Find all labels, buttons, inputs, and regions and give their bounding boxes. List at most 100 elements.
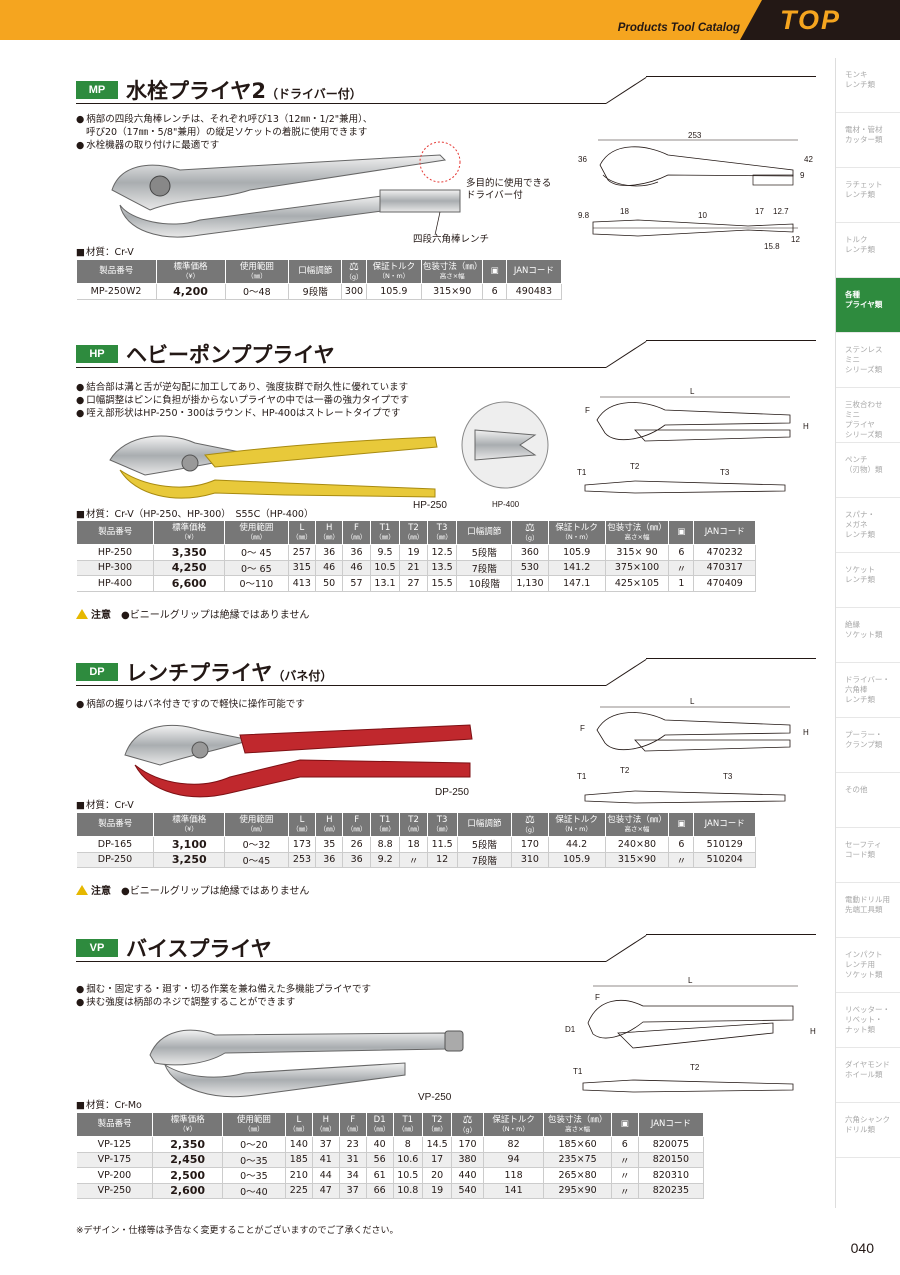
- mp-dimension-drawing: 253 36 42 9 9.8 18 10 17 12.7 15.8 12: [578, 131, 813, 251]
- sidebar-item[interactable]: ラチェット レンチ類: [836, 168, 900, 223]
- table-cell: 17: [422, 1152, 453, 1168]
- table-cell: 5段階: [457, 836, 513, 853]
- table-cell: DP-250: [76, 852, 155, 868]
- sidebar-item[interactable]: トルク レンチ類: [836, 223, 900, 278]
- brand-logo-text: TOP: [780, 5, 842, 35]
- sidebar-item[interactable]: リベッター・ リベット・ ナット類: [836, 993, 900, 1048]
- section-divider: [76, 685, 606, 686]
- sidebar-item[interactable]: ソケット レンチ類: [836, 553, 900, 608]
- section-code-badge: VP: [76, 939, 118, 957]
- table-cell: 253: [288, 852, 317, 868]
- sidebar-item[interactable]: 各種 プライヤ類: [836, 278, 900, 333]
- table-cell: 315× 90: [605, 544, 670, 561]
- dim-t2: T2: [630, 462, 640, 471]
- table-cell: HP-300: [76, 560, 155, 576]
- section-divider: [76, 103, 606, 104]
- section-divider-top: [646, 934, 816, 935]
- table-cell: 820310: [638, 1167, 705, 1184]
- table-cell: 173: [288, 836, 317, 853]
- col-header: ⚖（g）: [341, 259, 367, 284]
- table-cell: 46: [342, 560, 371, 576]
- table-cell: 0〜 45: [224, 544, 289, 561]
- sidebar-item[interactable]: ステンレス ミニ シリーズ類: [836, 333, 900, 388]
- table-cell: 47: [312, 1183, 340, 1199]
- sidebar-item[interactable]: 絶縁 ソケット類: [836, 608, 900, 663]
- feature-item: 呼び20（17㎜・5/8"兼用）の縦足ソケットの着脱に使用できます: [86, 127, 368, 138]
- brand-logo: TOP: [740, 0, 900, 40]
- col-header: ⚖（g）: [511, 812, 549, 837]
- dp-features: 柄部の握りはバネ付きですので軽快に操作可能です: [76, 698, 305, 711]
- sidebar-item[interactable]: 電動ドリル用 先端工具類: [836, 883, 900, 938]
- table-cell: 9.2: [370, 852, 401, 868]
- vp-spec-table: 製品番号 標準価格（¥） 使用範囲（㎜） L（㎜） H（㎜） F（㎜） D1（㎜…: [75, 1112, 705, 1199]
- dim-l: L: [688, 976, 693, 985]
- sidebar-item[interactable]: 三枚合わせ ミニ プライヤ シリーズ類: [836, 388, 900, 443]
- table-cell: 36: [315, 544, 344, 561]
- table-cell: 61: [366, 1167, 394, 1184]
- table-cell: 510204: [693, 852, 756, 868]
- sidebar-item[interactable]: その他: [836, 773, 900, 828]
- col-header: JANコード: [693, 520, 756, 545]
- sidebar-item[interactable]: 六角シャンク ドリル類: [836, 1103, 900, 1158]
- table-cell: 225: [285, 1183, 313, 1199]
- table-cell: 4,250: [153, 560, 225, 576]
- col-header: F（㎜）: [342, 812, 371, 837]
- table-cell: 185: [285, 1152, 313, 1168]
- table-cell: 3,250: [153, 852, 226, 868]
- table-cell: 240×80: [605, 836, 670, 853]
- dim-17: 17: [755, 207, 764, 216]
- warning-icon: [76, 609, 88, 619]
- feature-item: 柄部の四段六角棒レンチは、それぞれ呼び13（12㎜・1/2"兼用）、: [76, 113, 372, 126]
- table-cell: 12.5: [427, 544, 458, 561]
- sidebar-item[interactable]: ドライバー・ 六角棒 レンチ類: [836, 663, 900, 718]
- sidebar-item[interactable]: インパクト レンチ用 ソケット類: [836, 938, 900, 993]
- col-header: 口幅調節: [456, 520, 513, 545]
- col-header: ⚖（g）: [451, 1112, 484, 1137]
- hp-400-label: HP-400: [492, 500, 520, 509]
- sidebar-item[interactable]: 電材・管材 カッター類: [836, 113, 900, 168]
- table-cell: 10.8: [393, 1183, 423, 1199]
- sidebar-item[interactable]: プーラー・ クランプ類: [836, 718, 900, 773]
- table-cell: 0〜48: [225, 283, 290, 300]
- col-header: 保証トルク（N・m）: [547, 520, 606, 545]
- hp-250-label: HP-250: [413, 500, 447, 511]
- dim-h: H: [803, 728, 809, 737]
- table-cell: 57: [342, 575, 371, 592]
- table-cell: 〃: [611, 1152, 639, 1168]
- table-cell: 〃: [668, 852, 695, 868]
- vp-material: 材質：Cr-Mo: [76, 1097, 142, 1111]
- sidebar-item[interactable]: スパナ・ メガネ レンチ類: [836, 498, 900, 553]
- table-cell: 3,100: [153, 836, 226, 853]
- disclaimer-footnote: ※デザイン・仕様等は予告なく変更することがございますのでご了承ください。: [76, 1226, 399, 1236]
- sidebar-item[interactable]: セーフティ コード類: [836, 828, 900, 883]
- dim-12-7: 12.7: [773, 207, 789, 216]
- header-bar: Products Tool Catalog TOP: [0, 0, 900, 40]
- hp-spec-table: 製品番号 標準価格（¥） 使用範囲（㎜） L（㎜） H（㎜） F（㎜） T1（㎜…: [75, 520, 756, 592]
- table-cell: 0〜32: [224, 836, 289, 853]
- section-divider: [76, 367, 606, 368]
- col-header: 保証トルク（N・m）: [482, 1112, 545, 1137]
- section-code-badge: MP: [76, 81, 118, 99]
- table-cell: 170: [511, 836, 549, 853]
- col-header: T1（㎜）: [369, 812, 401, 837]
- sidebar-item[interactable]: モンキ レンチ類: [836, 58, 900, 113]
- table-cell: VP-200: [76, 1167, 154, 1184]
- col-header: 包装寸法（㎜）高さ×幅: [604, 812, 670, 837]
- table-cell: 490483: [506, 283, 563, 300]
- table-cell: VP-175: [76, 1152, 154, 1168]
- col-header: 標準価格（¥）: [153, 812, 226, 837]
- table-cell: 185×60: [543, 1136, 612, 1153]
- sidebar-item[interactable]: ペンチ （刃物）類: [836, 443, 900, 498]
- table-cell: HP-250: [76, 544, 155, 561]
- table-cell: 〃: [399, 852, 428, 868]
- dim-d1: D1: [565, 1025, 576, 1034]
- sidebar-item[interactable]: ダイヤモンド ホイール類: [836, 1048, 900, 1103]
- dim-t3: T3: [723, 772, 733, 781]
- col-header: 製品番号: [75, 812, 155, 837]
- col-header: T3（㎜）: [426, 812, 458, 837]
- table-cell: 0〜20: [222, 1136, 286, 1153]
- table-cell: 380: [451, 1152, 484, 1168]
- table-cell: 46: [315, 560, 344, 576]
- table-cell: 23: [339, 1136, 367, 1153]
